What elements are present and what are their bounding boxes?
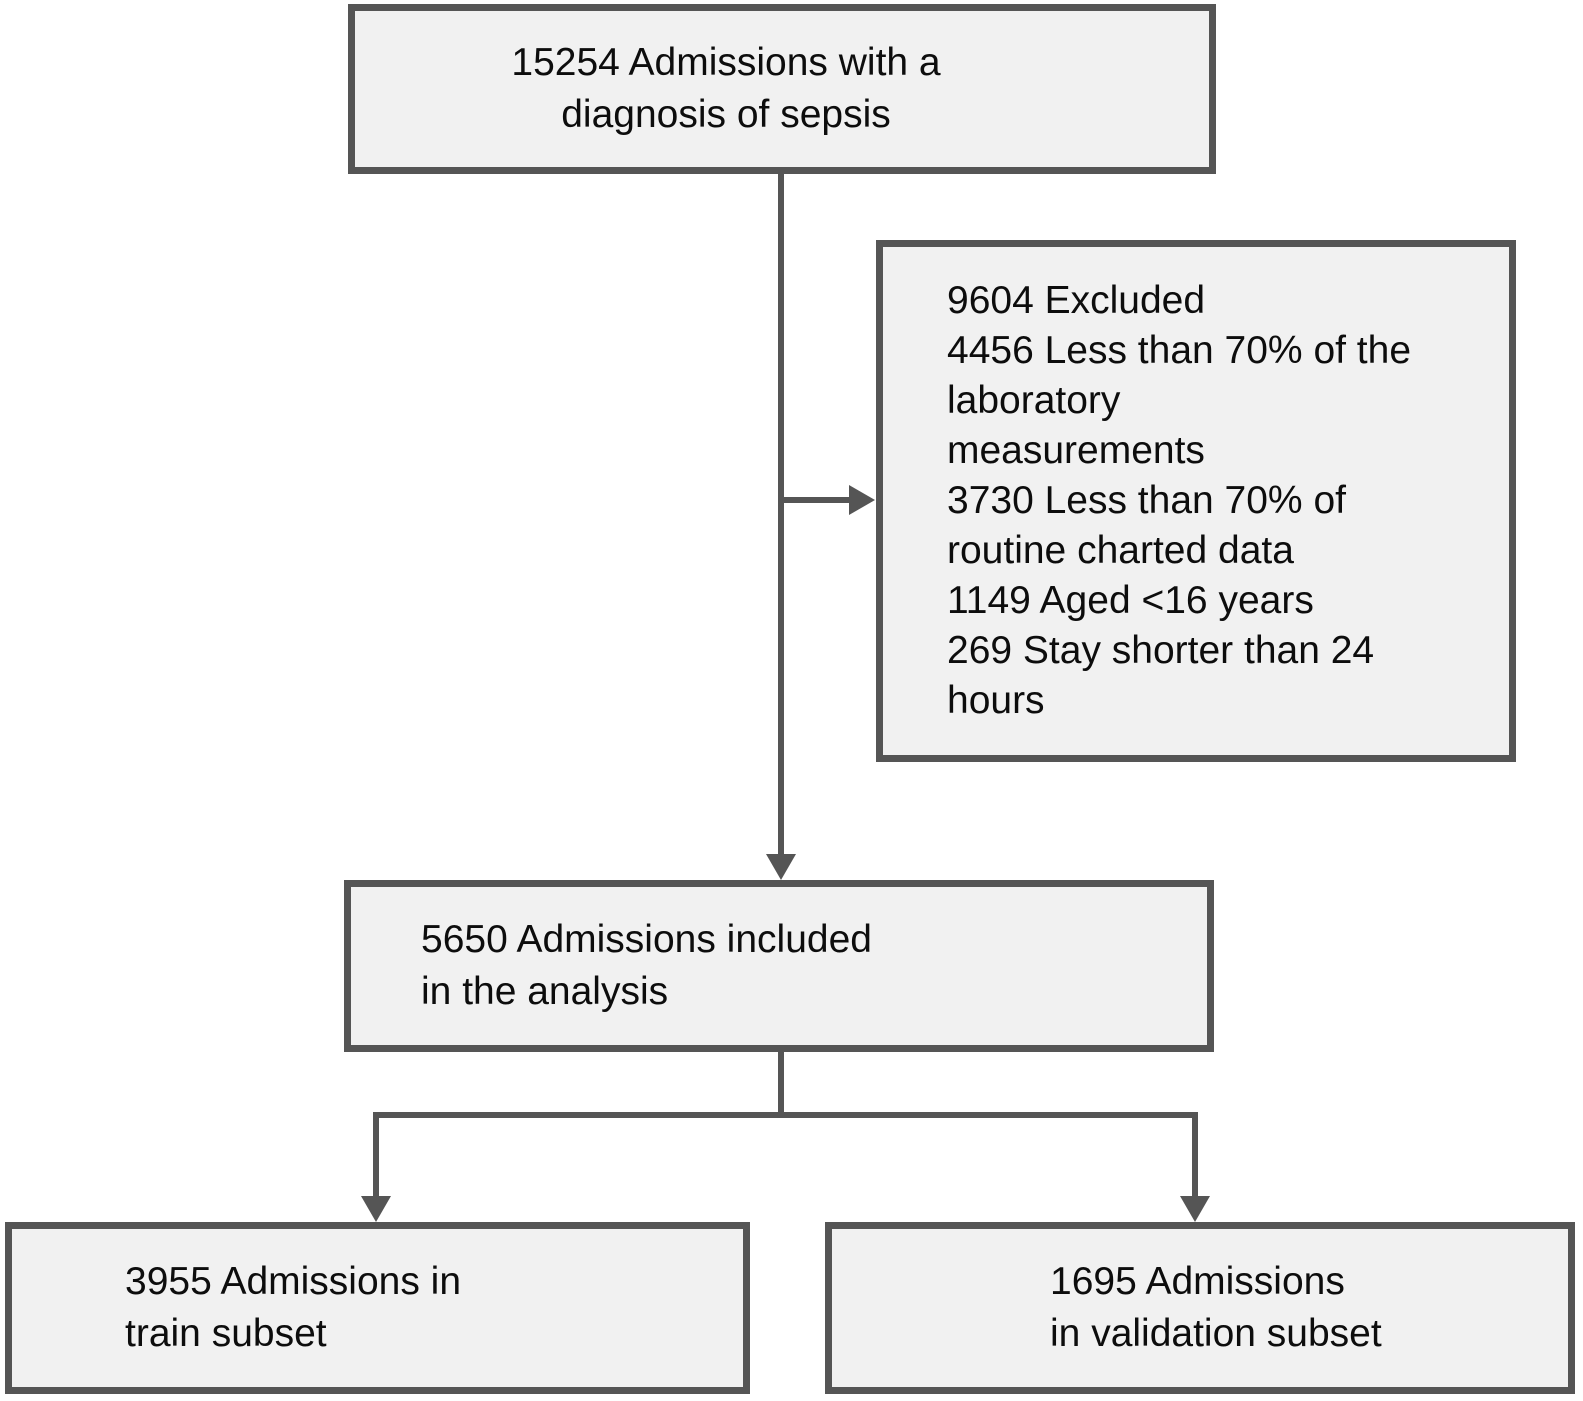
node-validation-subset: 1695 Admissions in validation subset bbox=[825, 1222, 1575, 1394]
connector-branch-to-excluded bbox=[781, 497, 851, 503]
text-line: train subset bbox=[125, 1312, 327, 1355]
connector-split-to-train bbox=[373, 1112, 379, 1198]
text-line: laboratory bbox=[947, 379, 1121, 422]
text-line: 1149 Aged <16 years bbox=[947, 579, 1314, 622]
text-line: 4456 Less than 70% of the bbox=[947, 329, 1412, 372]
text-line: diagnosis of sepsis bbox=[561, 93, 891, 136]
text-line: 9604 Excluded bbox=[947, 279, 1206, 322]
node-excluded-admissions: 9604 Excluded 4456 Less than 70% of the la… bbox=[876, 240, 1516, 762]
connector-split-to-validation bbox=[1192, 1112, 1198, 1198]
text-line: 3730 Less than 70% of bbox=[947, 479, 1346, 522]
node-total-admissions: 15254 Admissions with a diagnosis of seps… bbox=[348, 4, 1216, 174]
text-line: 1695 Admissions bbox=[1050, 1260, 1345, 1303]
text-line: hours bbox=[947, 679, 1045, 722]
arrowhead-down-into-included bbox=[766, 854, 796, 880]
text-line: 15254 Admissions with a bbox=[511, 41, 941, 84]
node-train-subset: 3955 Admissions in train subset bbox=[5, 1222, 750, 1394]
connector-total-to-included bbox=[778, 174, 784, 856]
text-line: measurements bbox=[947, 429, 1205, 472]
text-line: in the analysis bbox=[421, 970, 669, 1013]
text-line: 3955 Admissions in bbox=[125, 1260, 462, 1303]
text-line: routine charted data bbox=[947, 529, 1294, 572]
arrowhead-right-into-excluded bbox=[849, 485, 875, 515]
connector-included-to-split bbox=[778, 1052, 784, 1118]
text-line: 269 Stay shorter than 24 bbox=[947, 629, 1375, 672]
node-included-admissions: 5650 Admissions included in the analysis bbox=[344, 880, 1214, 1052]
arrowhead-down-into-validation bbox=[1180, 1196, 1210, 1222]
arrowhead-down-into-train bbox=[361, 1196, 391, 1222]
text-line: 5650 Admissions included bbox=[421, 918, 872, 961]
text-line: in validation subset bbox=[1050, 1312, 1382, 1355]
connector-split-horizontal bbox=[373, 1112, 1198, 1118]
